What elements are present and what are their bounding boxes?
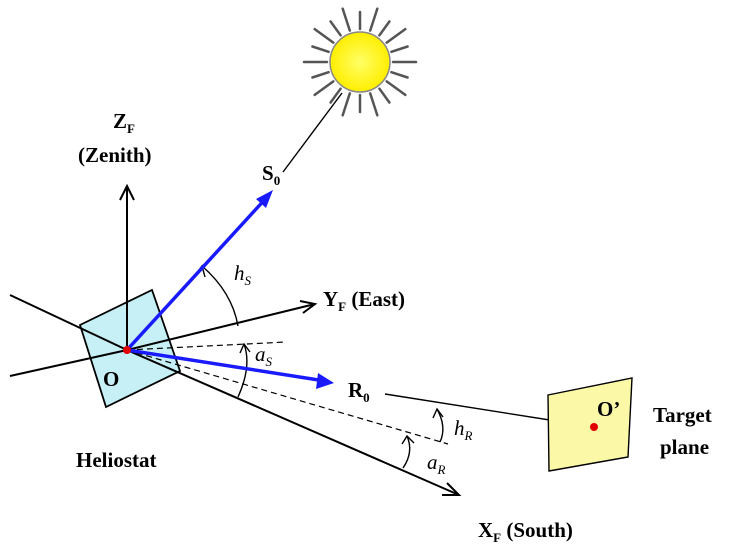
target-label-line1: Target	[653, 403, 712, 427]
xf-label: XF (South)	[478, 518, 573, 545]
r0-vector	[126, 348, 326, 383]
target-projection-dashed	[126, 349, 449, 445]
target-origin-label: O’	[597, 397, 620, 421]
sun-ray	[341, 92, 352, 117]
sun-ray	[341, 7, 352, 32]
ar-label: aR	[427, 450, 446, 477]
z-axis-arrowhead	[119, 183, 135, 201]
origin-point	[123, 346, 131, 354]
target-origin-point	[590, 423, 598, 431]
hs-label: hS	[234, 261, 252, 288]
target-label-line2: plane	[660, 435, 709, 459]
sun-ray	[311, 70, 330, 79]
as-angle-arc	[237, 343, 248, 398]
target-ray-line	[384, 393, 557, 422]
sun-icon	[302, 7, 418, 117]
ar-angle-arc	[402, 435, 411, 469]
sun-ray	[368, 7, 379, 32]
sun-ray	[313, 27, 335, 44]
as-label: aS	[255, 342, 273, 369]
r0-label: R0	[348, 378, 370, 405]
yf-label: YF (East)	[323, 287, 405, 314]
y-axis	[126, 303, 316, 351]
r0-arrowhead	[316, 373, 334, 389]
s0-vector	[125, 194, 270, 352]
sun-ray	[385, 27, 407, 44]
sun-ray	[390, 70, 409, 79]
sun-ray	[368, 92, 379, 117]
zf-label: ZF	[113, 109, 135, 136]
sun-ray	[378, 20, 391, 37]
sun-ray	[329, 20, 342, 37]
sun-ray	[385, 80, 407, 97]
sun-ray	[311, 45, 330, 54]
y-axis-arrowhead	[299, 300, 318, 314]
sun-ray	[390, 45, 409, 54]
sun-ray	[378, 87, 391, 104]
x-axis-arrowhead	[442, 482, 462, 496]
sun-ray	[329, 87, 342, 104]
s0-label: S0	[262, 161, 280, 188]
x-axis	[126, 349, 460, 496]
sun-ray-line	[282, 92, 343, 173]
hr-label: hR	[454, 416, 473, 443]
target-plane	[547, 377, 633, 472]
sun-ray	[313, 80, 335, 97]
s0-arrowhead	[256, 190, 273, 208]
heliostat-label: Heliostat	[76, 448, 156, 472]
mirror-plane-line	[9, 349, 128, 377]
sun-projection-dashed	[126, 341, 287, 351]
mirror-normal-line	[9, 294, 128, 351]
origin-label: O	[103, 367, 119, 391]
hs-angle-arc	[201, 265, 239, 327]
zenith-label: (Zenith)	[78, 143, 152, 167]
